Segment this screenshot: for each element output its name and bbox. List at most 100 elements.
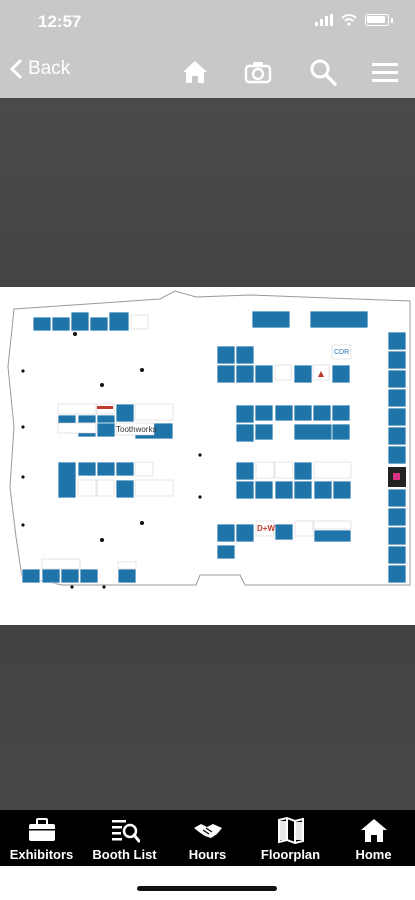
- booth-block[interactable]: [254, 423, 274, 441]
- booth-block[interactable]: [79, 568, 99, 584]
- booth-block[interactable]: [254, 404, 274, 422]
- booth-block[interactable]: [235, 423, 255, 443]
- booth-block[interactable]: [331, 364, 351, 384]
- nav-bar: Back: [0, 44, 415, 98]
- booth-label-cdr[interactable]: CDR: [334, 349, 349, 356]
- booth-block[interactable]: [387, 388, 407, 408]
- booth-block[interactable]: [313, 480, 333, 500]
- tab-label-booth-list: Booth List: [92, 847, 157, 862]
- booth-block[interactable]: [96, 461, 116, 477]
- booth-block[interactable]: [235, 364, 255, 384]
- booth-logos: [41, 314, 406, 570]
- booth-block[interactable]: [117, 568, 137, 584]
- home-indicator-area: [0, 866, 415, 900]
- booth-block[interactable]: [293, 461, 313, 481]
- booth-list-icon: [111, 820, 140, 843]
- booth-block[interactable]: [293, 423, 333, 441]
- booth-block[interactable]: [96, 422, 116, 438]
- booth-block[interactable]: [235, 480, 255, 500]
- menu-icon[interactable]: [371, 58, 399, 86]
- signal-icon: [315, 14, 333, 26]
- booth-label-toothworks[interactable]: Toothworks: [116, 425, 156, 434]
- booth-block[interactable]: [254, 480, 274, 500]
- booth-block[interactable]: [89, 316, 109, 332]
- booth-block[interactable]: [293, 404, 313, 422]
- booth-block[interactable]: [251, 310, 291, 329]
- booth-block[interactable]: [77, 461, 97, 477]
- booth-block[interactable]: [115, 403, 135, 423]
- booth-block[interactable]: [293, 480, 313, 500]
- booth-block[interactable]: [21, 568, 41, 584]
- booth-block[interactable]: [387, 488, 407, 508]
- booth-block[interactable]: [70, 311, 90, 332]
- tab-booth-list[interactable]: Booth List: [83, 810, 166, 866]
- booth-block[interactable]: [387, 369, 407, 389]
- hall-outline: [7, 290, 411, 586]
- booth-block[interactable]: [331, 404, 351, 422]
- booth-block[interactable]: [387, 507, 407, 527]
- booth-block[interactable]: [115, 479, 135, 499]
- floorplan-map[interactable]: Toothworks CDR D+W: [0, 287, 415, 625]
- booth-block[interactable]: [387, 407, 407, 427]
- booth-block[interactable]: [41, 568, 61, 584]
- booth-block[interactable]: [115, 461, 135, 477]
- booth-block[interactable]: [235, 404, 255, 424]
- status-icons: [315, 14, 393, 26]
- booth-block[interactable]: [235, 461, 255, 481]
- camera-icon[interactable]: [244, 58, 272, 86]
- booth-block[interactable]: [60, 568, 80, 584]
- booth-block[interactable]: [387, 526, 407, 546]
- booth-block[interactable]: [57, 461, 77, 499]
- booth-block[interactable]: [312, 404, 332, 422]
- booth-block[interactable]: [51, 316, 71, 332]
- booth-block[interactable]: [235, 345, 255, 365]
- battery-icon: [365, 14, 389, 26]
- briefcase-icon: [28, 818, 55, 841]
- booth-block[interactable]: [313, 529, 352, 543]
- booth-block[interactable]: [293, 364, 313, 384]
- booth-block[interactable]: [274, 523, 294, 541]
- booth-block[interactable]: [331, 423, 351, 441]
- tab-exhibitors[interactable]: Exhibitors: [0, 810, 83, 866]
- home-icon: [360, 819, 387, 842]
- booth-block[interactable]: [274, 404, 294, 422]
- booth-block[interactable]: [387, 545, 407, 565]
- booth-block[interactable]: [309, 310, 369, 329]
- booth-block[interactable]: [216, 523, 236, 543]
- wifi-icon: [341, 14, 357, 26]
- booth-block[interactable]: [387, 445, 407, 465]
- status-time: 12:57: [38, 12, 82, 31]
- back-label: Back: [28, 58, 71, 79]
- booth-block[interactable]: [32, 316, 52, 332]
- tab-bar: Exhibitors Booth List Hours Floorplan Ho…: [0, 810, 415, 866]
- tab-home[interactable]: Home: [332, 810, 415, 866]
- booth-block[interactable]: [387, 350, 407, 370]
- tab-label-exhibitors: Exhibitors: [9, 847, 74, 862]
- tab-label-hours: Hours: [188, 847, 227, 862]
- tab-hours[interactable]: Hours: [166, 810, 249, 866]
- booth-block[interactable]: [216, 544, 236, 560]
- home-icon[interactable]: [181, 58, 209, 86]
- tab-floorplan[interactable]: Floorplan: [249, 810, 332, 866]
- booth-block[interactable]: [387, 331, 407, 351]
- booth-label-dw[interactable]: D+W: [257, 524, 275, 533]
- status-bar: 12:57: [0, 0, 415, 44]
- back-button[interactable]: Back: [10, 58, 70, 80]
- booth-block[interactable]: [387, 426, 407, 446]
- booth-block[interactable]: [387, 564, 407, 584]
- home-indicator: [137, 886, 277, 891]
- booth-block[interactable]: [216, 345, 236, 365]
- booth-block[interactable]: [216, 364, 236, 384]
- search-icon[interactable]: [309, 58, 337, 86]
- booth-block[interactable]: [235, 523, 255, 543]
- booth-block[interactable]: [108, 311, 130, 332]
- booth-block[interactable]: [274, 480, 294, 500]
- column-markers: [21, 332, 202, 589]
- booth-grid: [21, 310, 407, 584]
- booth-block[interactable]: [332, 480, 352, 500]
- chevron-left-icon: [10, 59, 22, 79]
- handshake-icon: [193, 824, 222, 838]
- map-icon: [277, 816, 304, 844]
- booth-block[interactable]: [254, 364, 274, 384]
- tab-label-floorplan: Floorplan: [260, 847, 321, 862]
